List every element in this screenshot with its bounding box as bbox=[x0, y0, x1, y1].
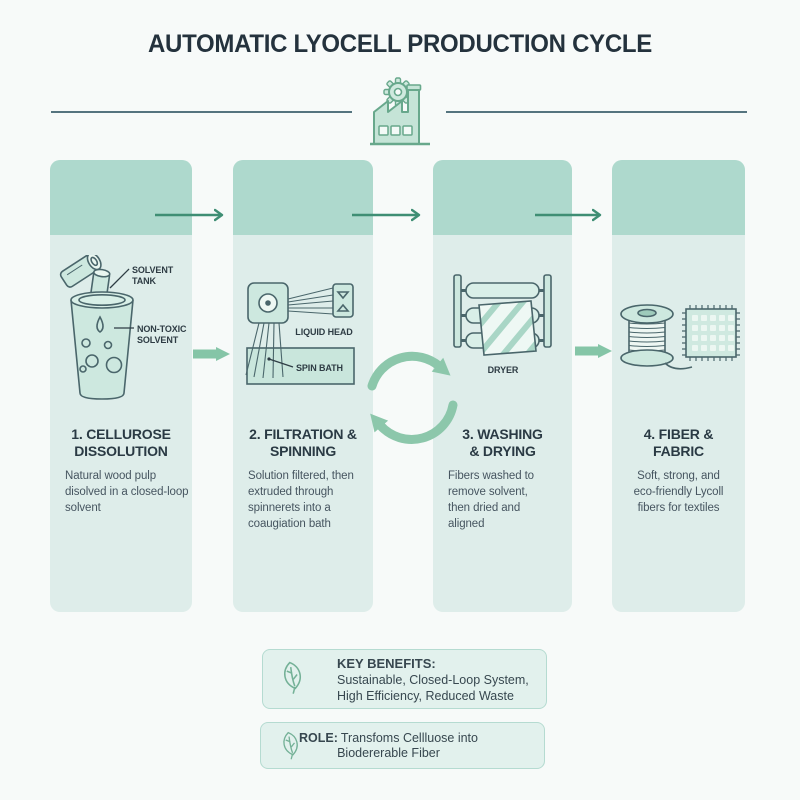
solvent-tank-label: TANK bbox=[132, 276, 157, 286]
thread-spool bbox=[620, 304, 693, 370]
role-text: ROLE:Transfoms Cellluose into Biodererab… bbox=[299, 731, 478, 760]
stage-panel-fiber-fabric: 4. FIBER & FABRIC Soft, strong, and eco-… bbox=[612, 160, 745, 612]
role-card: ROLE:Transfoms Cellluose into Biodererab… bbox=[260, 722, 545, 769]
label-leader-line bbox=[268, 358, 294, 368]
thread-spool-and-fabric-swatch-icon bbox=[620, 304, 740, 370]
role-label: ROLE: bbox=[299, 731, 338, 745]
dryer-label: DRYER bbox=[488, 365, 519, 375]
header-divider-left bbox=[51, 111, 352, 113]
key-benefits-card: KEY BENEFITS: Sustainable, Closed-Loop S… bbox=[262, 649, 547, 709]
wood-pulp-solvent-tank-icon: SOLVENT TANK NON-TOXIC SOLVENT bbox=[59, 255, 187, 400]
dryer-rollers-icon: DRYER bbox=[453, 274, 552, 375]
leaf-icon bbox=[283, 731, 298, 760]
fringe-ticks bbox=[682, 305, 740, 361]
page-title: AUTOMATIC LYOCELL PRODUCTION CYCLE bbox=[147, 30, 653, 58]
stage-band bbox=[50, 160, 192, 235]
leaf-icon bbox=[284, 661, 302, 694]
non-toxic-solvent-label: SOLVENT bbox=[137, 335, 179, 345]
stage-description: Solution filtered, then extruded through… bbox=[248, 470, 354, 530]
solvent-tank-label: SOLVENT bbox=[132, 265, 174, 275]
stage-band bbox=[233, 160, 373, 235]
stage-description: Fibers washed to remove solvent, then dr… bbox=[448, 470, 534, 530]
fiber-lines bbox=[245, 322, 284, 379]
spinneret-spin-bath-icon: LIQUID HEAD SPIN BATH bbox=[245, 282, 355, 385]
stage-panel-washing-drying: DRYER 3. WASHING & DRYING Fibers washed … bbox=[433, 160, 572, 612]
factory-with-gear-icon bbox=[370, 77, 430, 146]
drying-cloth bbox=[478, 300, 537, 356]
key-benefits-label: KEY BENEFITS: bbox=[337, 656, 436, 671]
factory-building bbox=[370, 84, 430, 146]
spin-bath-label: SPIN BATH bbox=[296, 363, 343, 373]
stage-heading: 2. FILTRATION & SPINNING bbox=[249, 426, 357, 459]
stage-heading: 3. WASHING & DRYING bbox=[462, 426, 543, 459]
wood-log-icon bbox=[59, 255, 102, 288]
stage-panel-filtration-spinning: LIQUID HEAD SPIN BATH 2. FILTRATION & SP… bbox=[233, 160, 373, 612]
stage-heading: 1. CELLUROSE DISSOLUTION bbox=[71, 426, 171, 459]
header-divider-right bbox=[446, 111, 747, 113]
solvent-tank-cup bbox=[70, 268, 134, 400]
thread-tail bbox=[664, 362, 693, 370]
stage-description: Natural wood pulp disolved in a closed-l… bbox=[65, 470, 189, 514]
stage-panel-cellulose-dissolution: SOLVENT TANK NON-TOXIC SOLVENT 1. CELLUR… bbox=[50, 160, 192, 612]
fabric-swatch bbox=[682, 305, 740, 361]
non-toxic-solvent-label: NON-TOXIC bbox=[137, 324, 187, 334]
stage-band bbox=[433, 160, 572, 235]
stage-description: Soft, strong, and eco-friendly Lycoll fi… bbox=[633, 470, 724, 514]
stage-band bbox=[612, 160, 745, 235]
key-benefits-text: KEY BENEFITS: Sustainable, Closed-Loop S… bbox=[337, 656, 529, 703]
liquid-head-label: LIQUID HEAD bbox=[295, 327, 353, 337]
extrusion-lines bbox=[287, 287, 334, 315]
stage-heading: 4. FIBER & FABRIC bbox=[643, 426, 714, 459]
label-leader-line bbox=[109, 268, 130, 289]
